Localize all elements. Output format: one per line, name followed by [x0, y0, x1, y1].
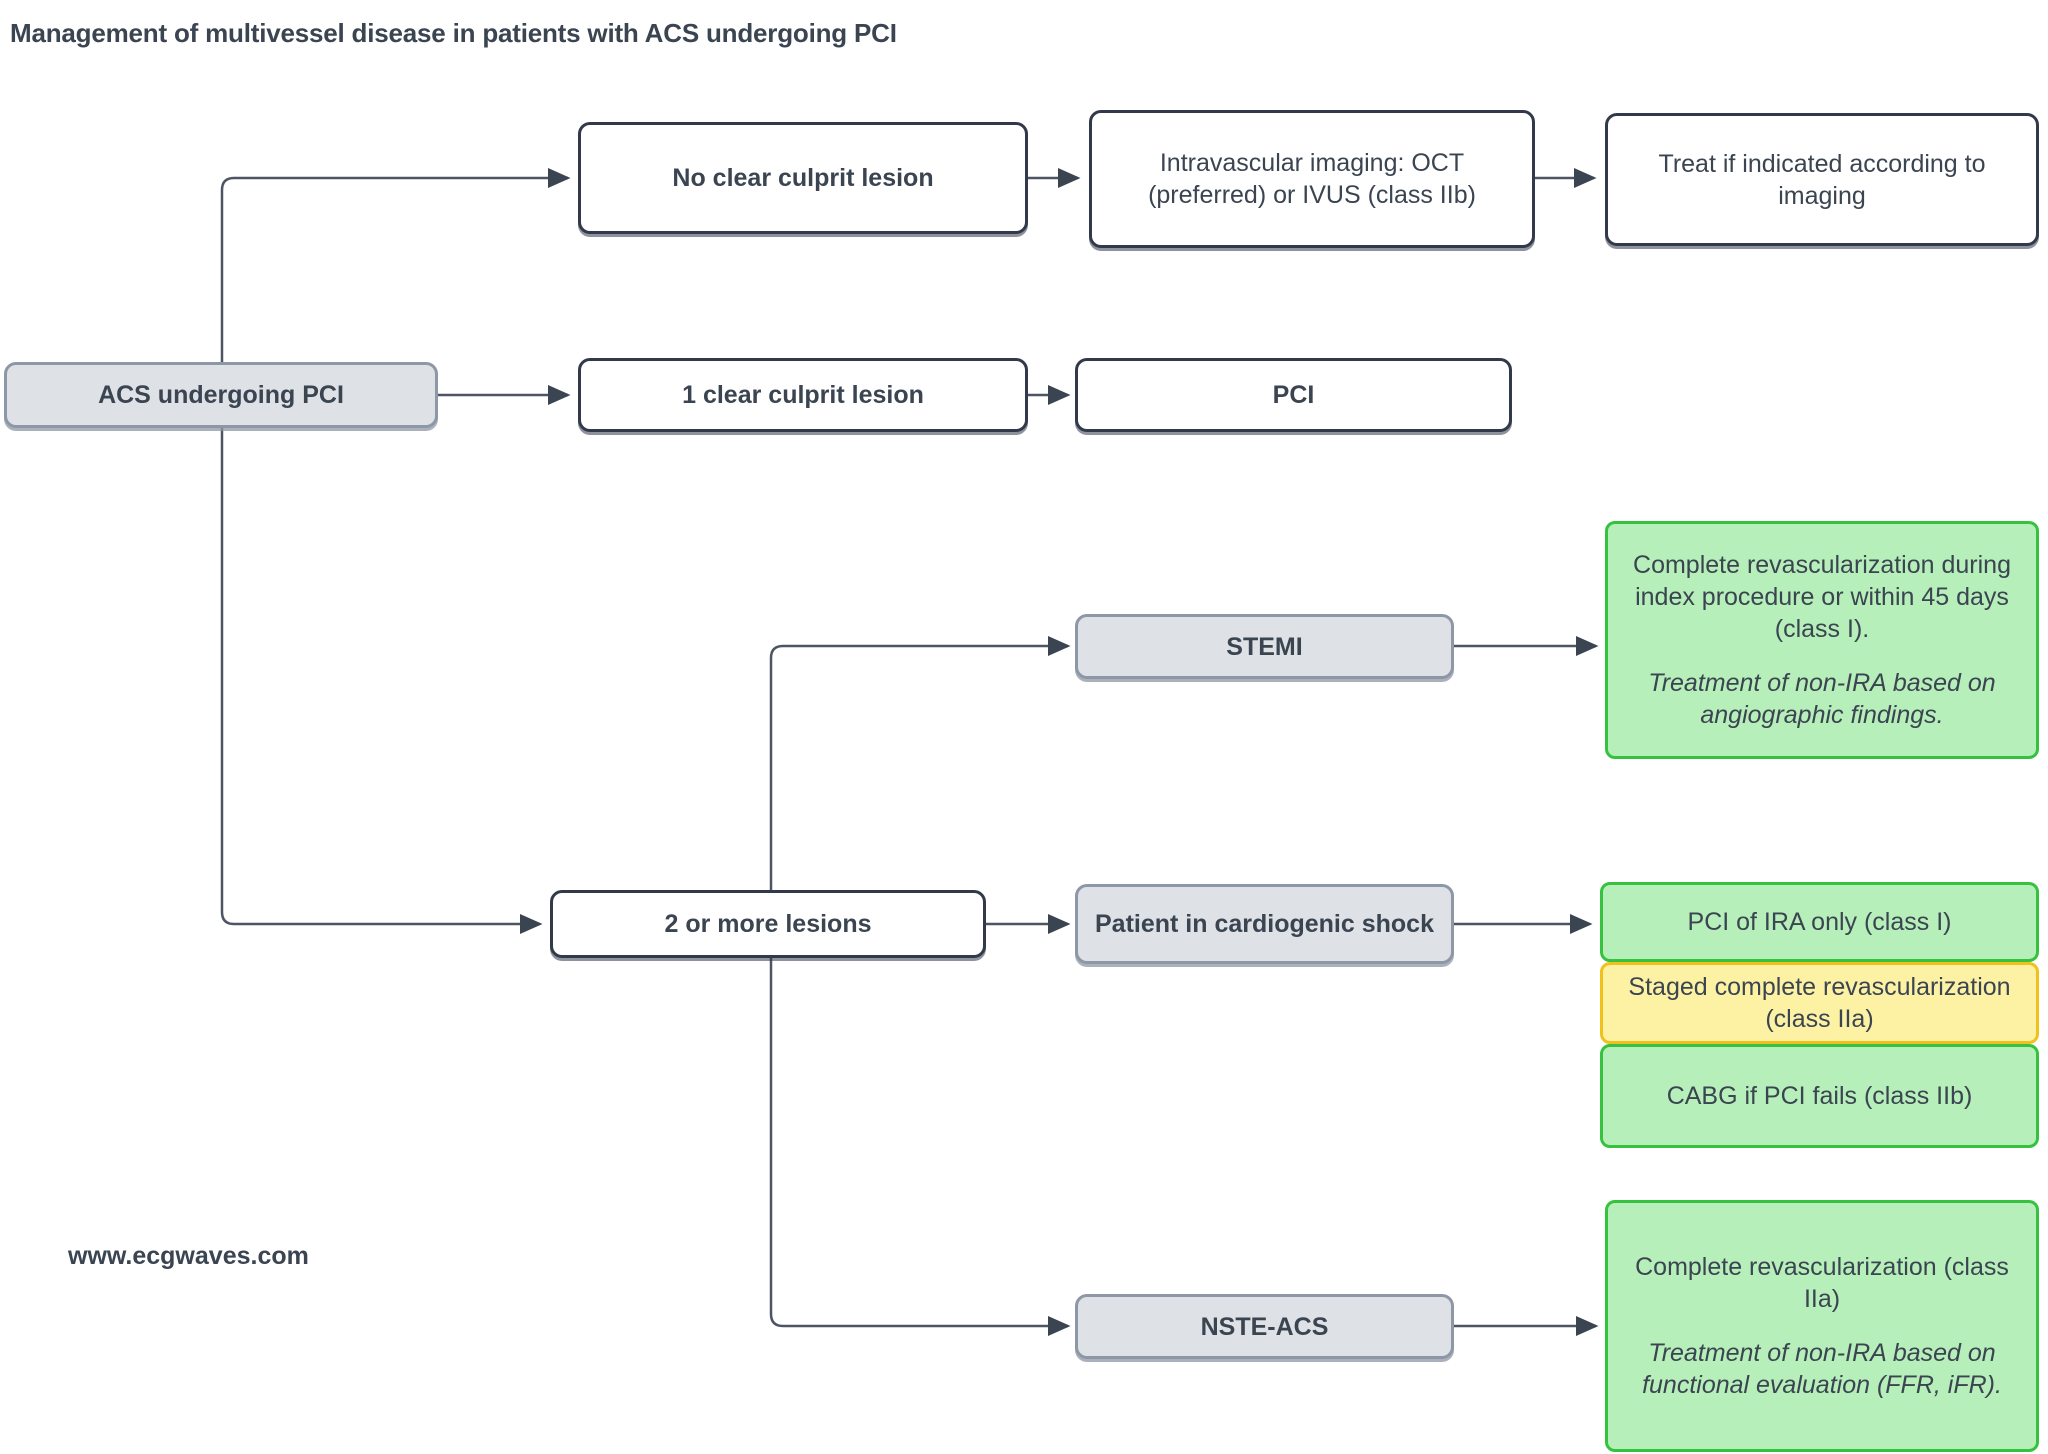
shock-recommendation-1-label: PCI of IRA only (class I)	[1687, 908, 1952, 936]
node-shock-recommendation-3[interactable]: CABG if PCI fails (class IIb)	[1600, 1044, 2039, 1148]
node-no-clear-culprit-lesion[interactable]: No clear culprit lesion	[578, 122, 1028, 234]
node-one-clear-culprit-lesion[interactable]: 1 clear culprit lesion	[578, 358, 1028, 432]
node-acs-undergoing-pci[interactable]: ACS undergoing PCI	[4, 362, 438, 428]
node-shock-recommendation-1[interactable]: PCI of IRA only (class I)	[1600, 882, 2039, 962]
stemi-recommendation-primary: Complete revascularization during index …	[1633, 551, 2011, 643]
shock-recommendation-2-label: Staged complete revascularization (class…	[1628, 973, 2011, 1033]
node-patient-in-cardiogenic-shock-label: Patient in cardiogenic shock	[1095, 910, 1434, 938]
node-treat-if-indicated-label: Treat if indicated according to imaging	[1658, 149, 1986, 210]
page-title: Management of multivessel disease in pat…	[10, 18, 897, 48]
edge-two-more-to-stemi	[769, 636, 1071, 924]
nste-recommendation-spacer	[1620, 1315, 2024, 1337]
nste-recommendation-primary: Complete revascularization (class IIa)	[1635, 1253, 2009, 1313]
node-two-or-more-lesions-label: 2 or more lesions	[664, 910, 872, 938]
stemi-recommendation-spacer	[1620, 645, 2024, 667]
node-nste-acs[interactable]: NSTE-ACS	[1075, 1294, 1454, 1359]
node-one-clear-culprit-lesion-label: 1 clear culprit lesion	[682, 381, 924, 409]
edge-two-more-to-nste	[769, 924, 1071, 1336]
node-no-clear-culprit-lesion-label: No clear culprit lesion	[672, 164, 934, 192]
node-nste-acs-label: NSTE-ACS	[1200, 1312, 1329, 1341]
node-pci[interactable]: PCI	[1075, 358, 1512, 432]
node-stemi[interactable]: STEMI	[1075, 614, 1454, 679]
node-shock-recommendation-2[interactable]: Staged complete revascularization (class…	[1600, 962, 2039, 1044]
nste-recommendation-note: Treatment of non-IRA based on functional…	[1642, 1339, 2002, 1399]
node-intravascular-imaging[interactable]: Intravascular imaging: OCT (preferred) o…	[1089, 110, 1535, 248]
node-patient-in-cardiogenic-shock[interactable]: Patient in cardiogenic shock	[1075, 884, 1454, 964]
node-intravascular-imaging-label: Intravascular imaging: OCT (preferred) o…	[1148, 149, 1476, 209]
node-treat-if-indicated[interactable]: Treat if indicated according to imaging	[1605, 113, 2039, 246]
watermark: www.ecgwaves.com	[68, 1242, 309, 1270]
stemi-recommendation-note: Treatment of non-IRA based on angiograph…	[1648, 669, 1996, 729]
node-acs-undergoing-pci-label: ACS undergoing PCI	[98, 381, 344, 409]
edge-start-to-two-more	[220, 395, 543, 934]
node-two-or-more-lesions[interactable]: 2 or more lesions	[550, 890, 986, 958]
node-stemi-recommendation[interactable]: Complete revascularization during index …	[1605, 521, 2039, 759]
node-pci-label: PCI	[1272, 381, 1315, 409]
node-stemi-label: STEMI	[1226, 632, 1303, 661]
node-nste-recommendation[interactable]: Complete revascularization (class IIa) T…	[1605, 1200, 2039, 1452]
shock-recommendation-3-label: CABG if PCI fails (class IIb)	[1666, 1082, 1973, 1110]
